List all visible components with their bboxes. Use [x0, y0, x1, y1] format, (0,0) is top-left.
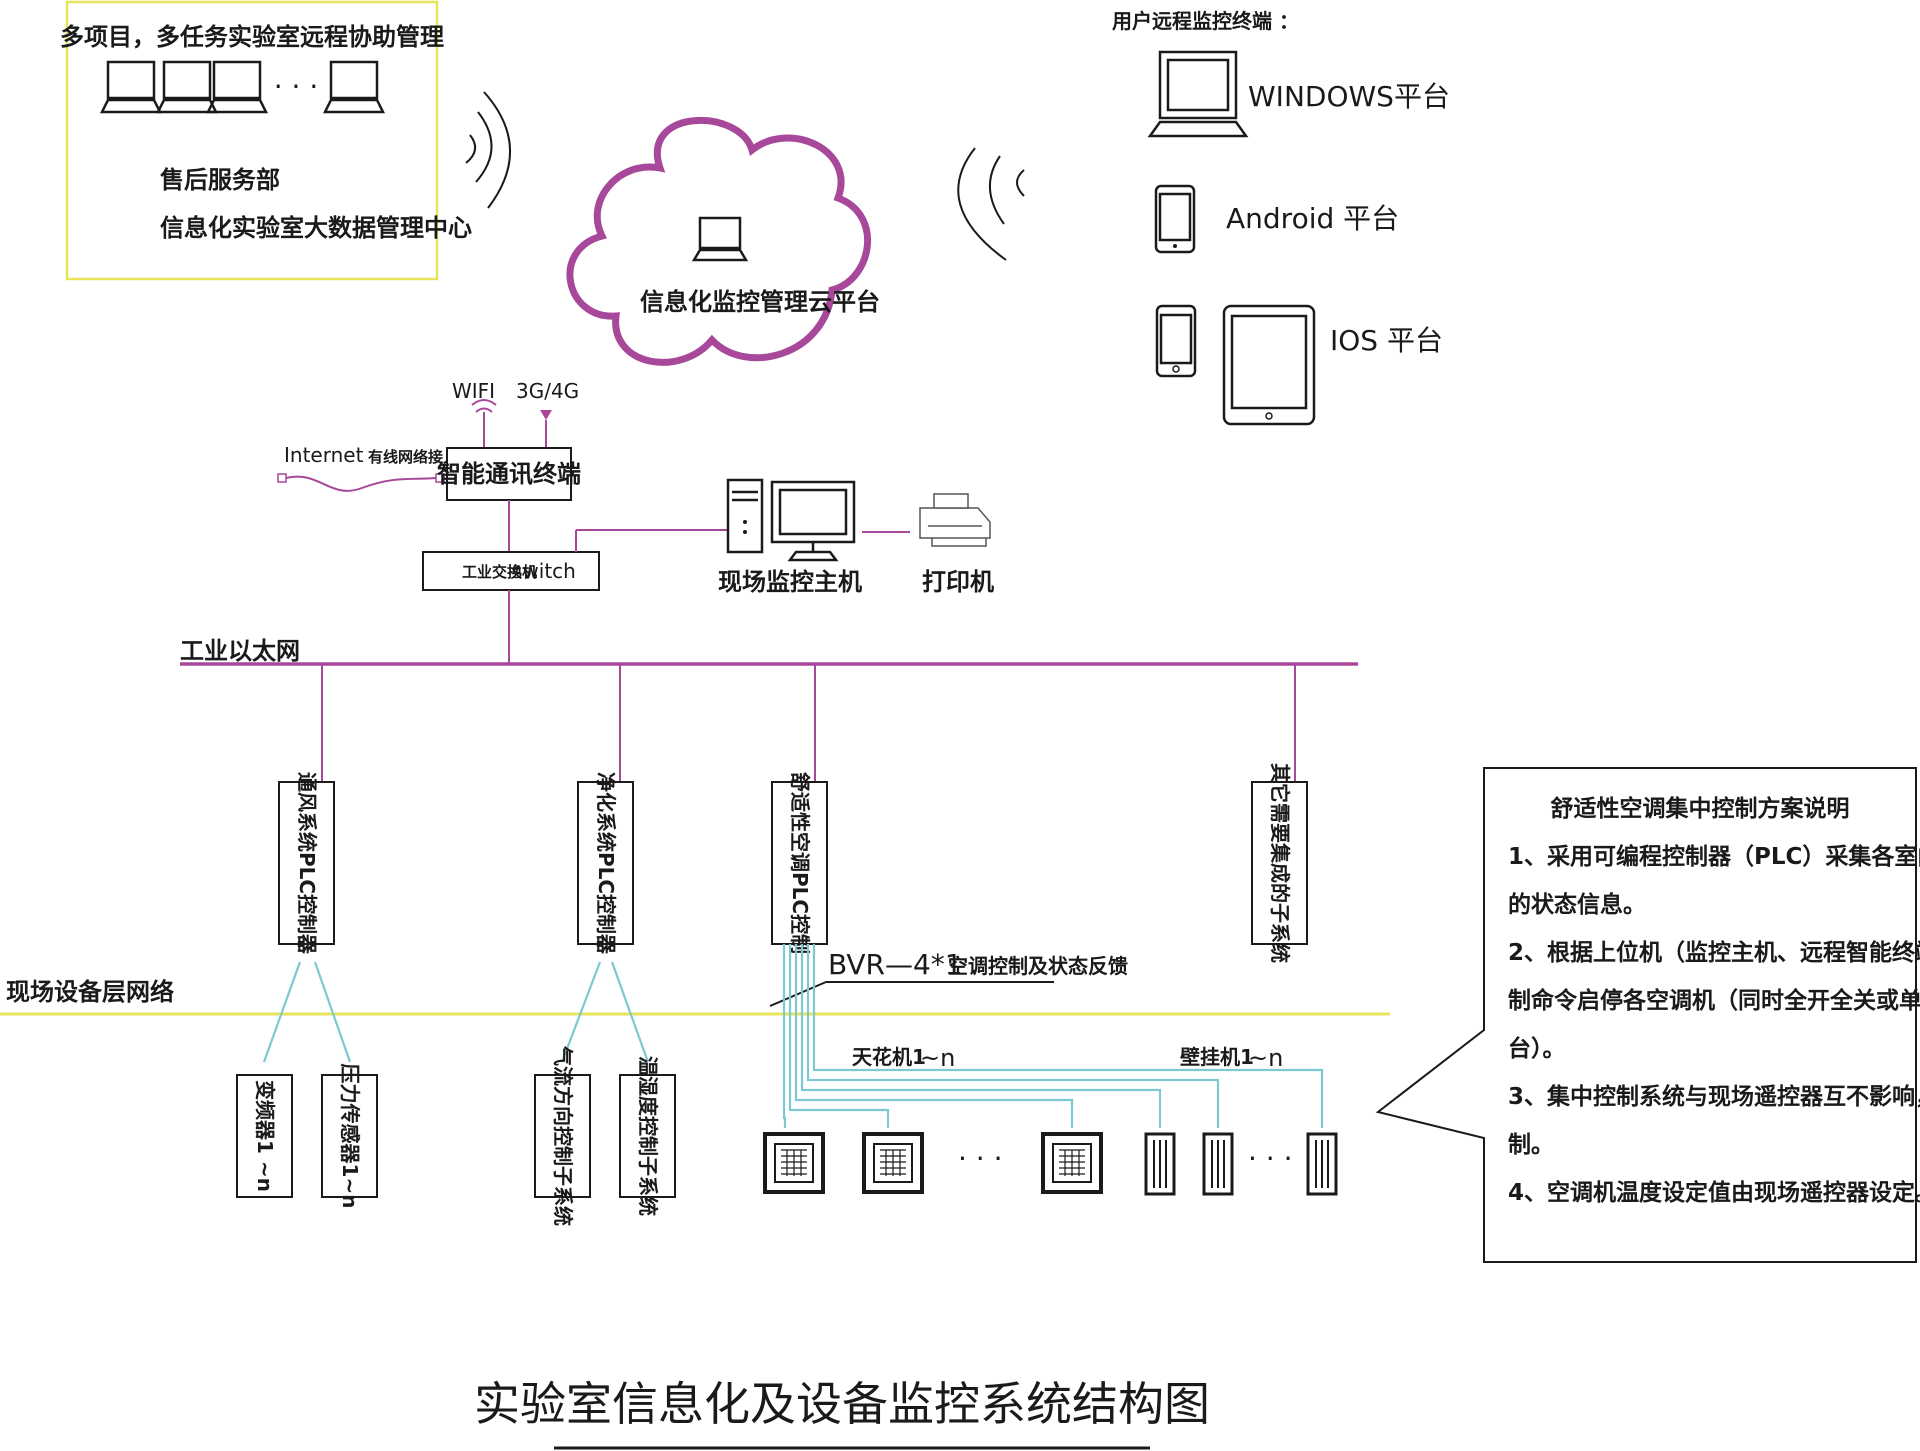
temp-humidity-label: 温湿度控制子系统 — [636, 1056, 660, 1216]
communication-group: WIFI 3G/4G Internet 有线网络接入 智能通讯终端 工业交换机 … — [277, 379, 740, 664]
monitor-host-group: 现场监控主机 打印机 — [718, 478, 994, 596]
pressure-sensor-label: 压力传感器1~n — [338, 1064, 362, 1209]
android-platform-label: Android 平台 — [1226, 202, 1399, 235]
note-line-6: 3、集中控制系统与现场遥控器互不影响，实现双联控 — [1508, 1083, 1920, 1110]
after-sales-label: 售后服务部 — [160, 166, 280, 194]
windows-platform-label: WINDOWS平台 — [1248, 80, 1450, 113]
3g4g-label: 3G/4G — [516, 379, 579, 403]
ceiling-unit-n-label: ~n — [920, 1044, 955, 1072]
laptop-icon — [691, 216, 749, 262]
printer-icon — [919, 493, 991, 547]
ios-platform-label: IOS 平台 — [1330, 324, 1443, 357]
industrial-ethernet-label: 工业以太网 — [180, 637, 300, 665]
tablet-icon — [1222, 304, 1316, 426]
laptop-icon — [322, 60, 386, 114]
comfort-ac-plc-label: 舒适性空调PLC控制 — [788, 772, 812, 954]
industrial-ethernet-group: 工业以太网 — [180, 637, 1358, 782]
pressure-sensor-box — [321, 1074, 378, 1198]
purification-plc-box — [577, 781, 634, 945]
smart-comm-terminal-label: 智能通讯终端 — [437, 460, 581, 488]
android-phone-icon — [1154, 184, 1196, 254]
airflow-control-label: 气流方向控制子系统 — [551, 1045, 575, 1226]
field-network-group: 现场设备层网络 — [0, 961, 1390, 1063]
ceiling-unit-label: 天花机1 — [852, 1045, 926, 1069]
management-center-heading: 多项目，多任务实验室远程协助管理 — [60, 23, 444, 51]
field-network-label: 现场设备层网络 — [6, 978, 174, 1006]
other-subsystems-label: 其它需要集成的子系统 — [1268, 763, 1292, 963]
iphone-icon — [1155, 304, 1197, 378]
wireless-waves-left-icon — [465, 91, 511, 209]
note-callout-group: 舒适性空调集中控制方案说明 1、采用可编程控制器（PLC）采集各室内空调机 的状… — [1375, 767, 1920, 1263]
note-line-3: 2、根据上位机（监控主机、远程智能终端）发送的控 — [1508, 939, 1920, 966]
ceiling-cassette-icon — [763, 1132, 825, 1194]
diagram-title: 实验室信息化及设备监控系统结构图 — [474, 1377, 1210, 1431]
wall-unit-ellipsis: · · · — [1248, 1142, 1293, 1175]
ceiling-cassette-icon — [1041, 1132, 1103, 1194]
cable-end-left — [277, 473, 287, 483]
note-line-8: 4、空调机温度设定值由现场遥控器设定。 — [1508, 1179, 1920, 1206]
cable-code-label: BVR—4*1 — [828, 948, 963, 981]
internet-label: Internet — [284, 443, 364, 467]
laptop-ellipsis: · · · — [274, 70, 319, 103]
ventilation-plc-box — [278, 781, 335, 945]
smart-comm-terminal-box — [446, 447, 572, 501]
wifi-icon — [471, 399, 497, 448]
wifi-label: WIFI — [452, 379, 495, 403]
note-line-2: 的状态信息。 — [1508, 891, 1646, 918]
temp-humidity-box — [619, 1074, 676, 1198]
cloud-platform-group: 信息化监控管理云平台 — [566, 116, 880, 366]
ac-units-group: 天花机1 ~n 壁挂机1 ~n · · · · · · — [763, 1044, 1338, 1196]
remote-terminals-group: 用户远程监控终端 ： WINDOWS平台 Android 平台 IOS 平台 — [1112, 9, 1450, 426]
management-center-group: 多项目，多任务实验室远程协助管理 · · · 售后服务部 信息化实验室大数据管理… — [60, 0, 472, 281]
pc-tower-icon — [726, 478, 764, 554]
remote-terminals-heading: 用户远程监控终端 ： — [1112, 9, 1299, 33]
cloud-platform-label: 信息化监控管理云平台 — [640, 288, 880, 316]
antenna-icon — [540, 410, 552, 448]
note-callout-box — [1375, 767, 1917, 1263]
ceiling-cassette-icon — [862, 1132, 924, 1194]
vfd-label: 变频器1 ~n — [253, 1080, 277, 1192]
laptop-icon — [155, 60, 219, 114]
monitor-icon — [770, 480, 856, 562]
industrial-switch-en-label: switch — [512, 559, 576, 583]
wall-unit-n-label: ~n — [1248, 1044, 1283, 1072]
other-subsystems-box — [1251, 781, 1308, 945]
note-line-7: 制。 — [1508, 1132, 1554, 1158]
management-center-box — [65, 0, 439, 281]
diagram-title-group: 实验室信息化及设备监控系统结构图 — [474, 1377, 1210, 1450]
ac-wire-bundle — [782, 944, 1324, 1128]
note-line-1: 1、采用可编程控制器（PLC）采集各室内空调机 — [1508, 843, 1920, 870]
wall-unit-icon — [1202, 1132, 1234, 1196]
laptop-icon — [99, 60, 163, 114]
cable-label-group: BVR—4*1 空调控制及状态反馈 — [769, 948, 1128, 1007]
comfort-ac-plc-box — [771, 781, 828, 945]
field-devices-group: 变频器1 ~n 压力传感器1~n 气流方向控制子系统 温湿度控制子系统 — [236, 1045, 676, 1226]
airflow-control-box — [534, 1074, 591, 1198]
note-title: 舒适性空调集中控制方案说明 — [1551, 795, 1850, 822]
monitor-host-label: 现场监控主机 — [718, 568, 862, 596]
cable-desc-label: 空调控制及状态反馈 — [948, 954, 1128, 978]
industrial-switch-box — [422, 551, 600, 591]
laptop-icon — [1147, 50, 1249, 138]
vfd-box — [236, 1074, 293, 1198]
ceiling-unit-ellipsis: · · · — [958, 1142, 1003, 1175]
controllers-group: 通风系统PLC控制器 净化系统PLC控制器 舒适性空调PLC控制 其它需要集成的… — [278, 763, 1308, 963]
industrial-switch-cn-label: 工业交换机 — [462, 563, 537, 581]
internet-cable — [285, 475, 437, 492]
bigdata-center-label: 信息化实验室大数据管理中心 — [160, 214, 472, 242]
printer-label: 打印机 — [922, 568, 994, 596]
wall-unit-label: 壁挂机1 — [1180, 1045, 1254, 1069]
ventilation-plc-label: 通风系统PLC控制器 — [295, 772, 319, 955]
note-line-4: 制命令启停各空调机（同时全开全关或单独开关某一 — [1508, 987, 1920, 1014]
purification-plc-label: 净化系统PLC控制器 — [594, 772, 618, 955]
wall-unit-icon — [1144, 1132, 1176, 1196]
laptop-icon — [205, 60, 269, 114]
wall-unit-icon — [1306, 1132, 1338, 1196]
internet-wired-note: 有线网络接入 — [368, 448, 458, 466]
note-line-5: 台）。 — [1508, 1035, 1566, 1062]
wireless-waves-right-icon — [957, 147, 1025, 261]
cable-end-right — [435, 473, 445, 483]
